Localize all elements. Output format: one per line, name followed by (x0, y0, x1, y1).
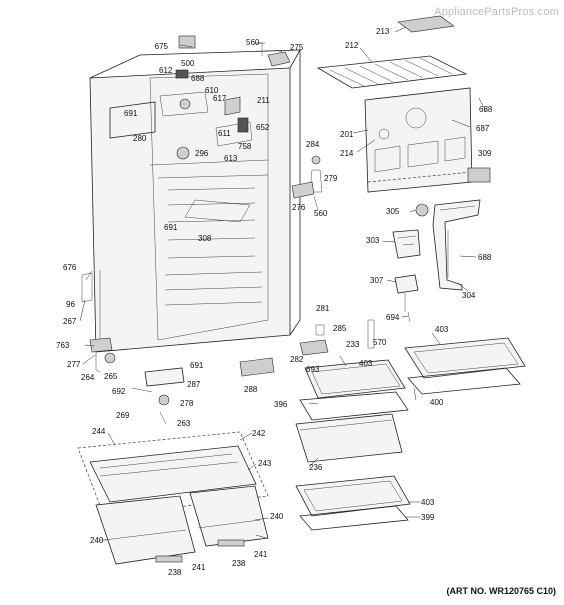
callout-label: 284 (306, 140, 320, 149)
air-duct-drawing (392, 199, 481, 323)
callout-label: 676 (63, 263, 77, 272)
callout-label: 613 (224, 154, 238, 163)
callout-label: 560 (314, 209, 328, 218)
callout-label: 236 (309, 463, 323, 472)
callout-label: 276 (292, 203, 306, 212)
top-parts-drawing (255, 42, 323, 211)
crisper-drawing (77, 431, 269, 565)
cabinet-drawing (89, 35, 301, 373)
callout-label: 287 (187, 380, 201, 389)
callout-label: 211 (257, 96, 270, 105)
callout-label: 396 (274, 400, 288, 409)
callout-label: 652 (256, 123, 270, 132)
callout-label: 675 (155, 42, 169, 51)
callout-label: 267 (63, 317, 77, 326)
callout-labels: 675 500 560 275 213 212 612 688 691 610 … (56, 27, 493, 577)
watermark: AppliancePartsPros.com (434, 6, 559, 18)
callout-label: 691 (124, 109, 138, 118)
callout-label: 288 (244, 385, 258, 394)
callout-label: 403 (359, 359, 373, 368)
back-panel-drawing (364, 87, 491, 193)
callout-label: 241 (254, 550, 268, 559)
callout-label: 201 (340, 130, 354, 139)
callout-label: 758 (238, 142, 252, 151)
callout-label: 610 (205, 86, 219, 95)
callout-label: 611 (218, 129, 231, 138)
callout-label: 279 (324, 174, 338, 183)
callout-label: 307 (370, 276, 384, 285)
lower-left-parts-drawing (81, 272, 275, 425)
callout-label: 403 (421, 498, 435, 507)
callout-label: 275 (290, 43, 304, 52)
callout-label: 214 (340, 149, 354, 158)
callout-label: 304 (462, 291, 476, 300)
callout-label: 243 (258, 459, 272, 468)
callout-label: 263 (177, 419, 191, 428)
leader-lines (79, 26, 487, 541)
callout-label: 212 (345, 41, 359, 50)
callout-label: 308 (198, 234, 212, 243)
callout-label: 305 (386, 207, 400, 216)
callout-label: 282 (290, 355, 304, 364)
callout-label: 617 (213, 94, 227, 103)
callout-label: 403 (435, 325, 449, 334)
callout-label: 277 (67, 360, 81, 369)
callout-label: 303 (366, 236, 380, 245)
callout-label: 688 (478, 253, 492, 262)
callout-label: 691 (190, 361, 204, 370)
callout-label: 570 (373, 338, 387, 347)
callout-label: 213 (376, 27, 390, 36)
callout-label: 233 (346, 340, 360, 349)
callout-label: 399 (421, 513, 435, 522)
callout-label: 238 (168, 568, 182, 577)
callout-label: 692 (112, 387, 126, 396)
callout-label: 96 (66, 300, 75, 309)
callout-label: 240 (270, 512, 284, 521)
callout-label: 281 (316, 304, 330, 313)
callout-label: 500 (181, 59, 195, 68)
callout-label: 238 (232, 559, 246, 568)
callout-label: 296 (195, 149, 209, 158)
callout-label: 278 (180, 399, 194, 408)
callout-label: 264 (81, 373, 95, 382)
callout-label: 693 (306, 365, 320, 374)
callout-label: 285 (333, 324, 347, 333)
callout-label: 763 (56, 341, 70, 350)
callout-label: 691 (164, 223, 178, 232)
callout-label: 560 (246, 38, 260, 47)
callout-label: 687 (476, 124, 490, 133)
callout-label: 241 (192, 563, 206, 572)
callout-label: 688 (191, 74, 205, 83)
callout-label: 244 (92, 427, 106, 436)
callout-label: 688 (479, 105, 493, 114)
shelves-drawing (295, 319, 526, 531)
callout-label: 280 (133, 134, 147, 143)
callout-label: 240 (90, 536, 104, 545)
callout-label: 242 (252, 429, 266, 438)
callout-label: 400 (430, 398, 444, 407)
callout-label: 309 (478, 149, 492, 158)
callout-label: 612 (159, 66, 173, 75)
top-shelf-drawing (316, 15, 468, 89)
callout-label: 265 (104, 372, 118, 381)
callout-label: 269 (116, 411, 130, 420)
callout-label: 694 (386, 313, 400, 322)
art-number: (ART NO. WR120765 C10) (446, 586, 556, 596)
